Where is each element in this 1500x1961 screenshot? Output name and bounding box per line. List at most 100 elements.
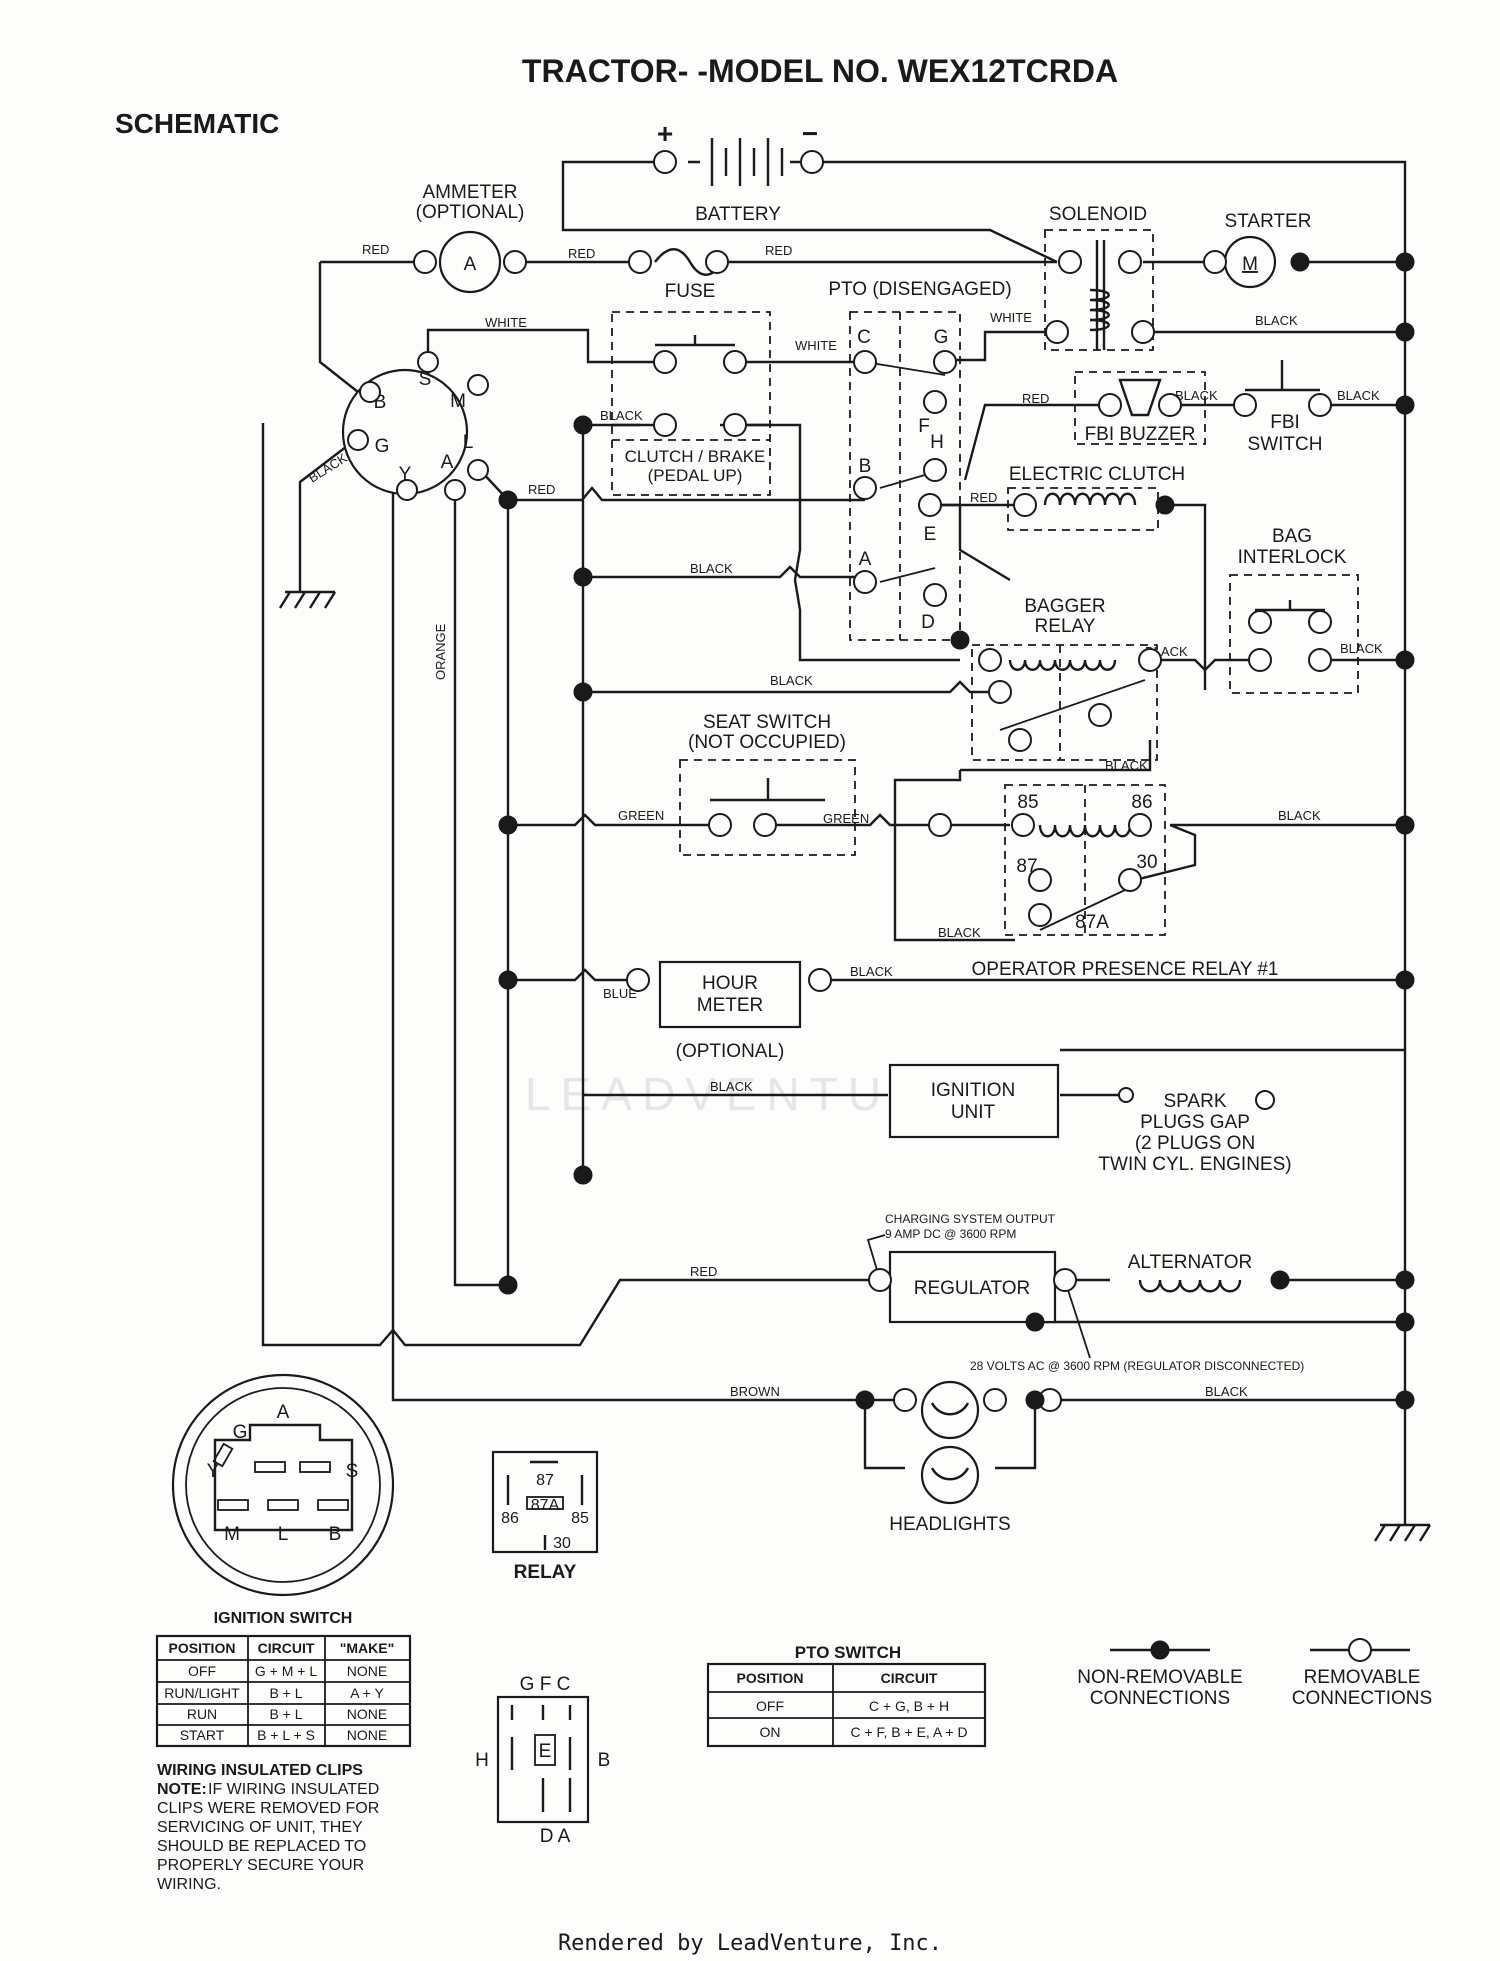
headlights: HEADLIGHTS xyxy=(889,1380,1011,1535)
ign-table-cell: A + Y xyxy=(350,1685,384,1701)
fbi-buzzer: FBI BUZZER xyxy=(1074,371,1206,445)
spark-label-2: PLUGS GAP xyxy=(1140,1112,1250,1133)
ignition-switch-title: IGNITION SWITCH xyxy=(214,1610,353,1627)
bag-interlock-label: BAG xyxy=(1272,526,1312,547)
battery-positive-wire xyxy=(561,160,1058,264)
operator-presence-relay: 85 86 87 30 87A OPERATOR PRESENCE RELAY … xyxy=(972,784,1279,980)
alternator: ALTERNATOR xyxy=(1128,1252,1253,1293)
pto-pin-diagram: G F C H E B D A xyxy=(475,1674,610,1847)
note-line-4: SHOULD BE REPLACED TO xyxy=(157,1838,366,1855)
ammeter-symbol: A xyxy=(464,254,477,275)
fbi-buzzer-label: FBI BUZZER xyxy=(1085,424,1196,445)
ign-table-cell: NONE xyxy=(347,1706,387,1722)
brown-headlight-wire xyxy=(391,468,900,1402)
solenoid-white-wire xyxy=(945,330,1057,362)
blue-hour-wire xyxy=(508,968,638,982)
ground-bus-wire xyxy=(812,160,1407,1525)
clutch-to-bagger-wire xyxy=(735,423,960,662)
ign-terminal-s: S xyxy=(419,369,432,390)
pto-terminal-h: H xyxy=(930,432,944,453)
ign-table-cell: RUN/LIGHT xyxy=(164,1685,240,1701)
spark-label-3: (2 PLUGS ON xyxy=(1135,1133,1255,1154)
operator-relay-loop xyxy=(893,770,1015,942)
note-line-6: WIRING. xyxy=(157,1876,221,1893)
relay-86-30-link xyxy=(1134,823,1197,882)
battery-label: BATTERY xyxy=(695,204,781,225)
ammeter: A AMMETER (OPTIONAL) xyxy=(416,182,525,294)
wire-label-black-1: BLACK xyxy=(1255,313,1298,328)
wiring-note: WIRING INSULATED CLIPS NOTE: IF WIRING I… xyxy=(157,1762,379,1893)
headlight-lower-wire-right xyxy=(995,1400,1037,1470)
pto-table-title: PTO SWITCH xyxy=(795,1643,901,1662)
fbi-red-wire xyxy=(963,403,1110,481)
bag-interlock: BAG INTERLOCK xyxy=(1229,526,1359,694)
seat-switch-sub-label: (NOT OCCUPIED) xyxy=(688,732,846,753)
relay-pin-86: 86 xyxy=(501,1510,519,1527)
black-bagger-wire xyxy=(583,680,990,694)
page-title: TRACTOR- -MODEL NO. WEX12TCRDA xyxy=(522,53,1118,89)
pto-pin-e: E xyxy=(539,1741,552,1762)
spark-label-4: TWIN CYL. ENGINES) xyxy=(1098,1154,1291,1175)
ac-voltage-note: 28 VOLTS AC @ 3600 RPM (REGULATOR DISCON… xyxy=(970,1359,1304,1373)
starter-label: STARTER xyxy=(1225,211,1312,232)
pto-table-cell: OFF xyxy=(756,1698,784,1714)
starter: M STARTER xyxy=(1223,211,1312,289)
wire-label-red-7: RED xyxy=(690,1264,717,1279)
wires xyxy=(261,160,1407,1525)
relay-diagram-label: RELAY xyxy=(514,1562,577,1583)
note-line-5: PROPERLY SECURE YOUR xyxy=(157,1857,364,1874)
alternator-label: ALTERNATOR xyxy=(1128,1252,1253,1273)
bagger-relay: BAGGER RELAY xyxy=(971,596,1158,761)
pto-switch: PTO (DISENGAGED) C G F H B E A D xyxy=(828,279,1012,641)
legend-nonremovable-sub-label: CONNECTIONS xyxy=(1090,1688,1230,1709)
fbi-switch-sub-label: SWITCH xyxy=(1248,434,1323,455)
hour-meter: HOUR METER (OPTIONAL) xyxy=(658,960,802,1062)
wire-label-black-4: BLACK xyxy=(600,408,643,423)
ign-table-cell: OFF xyxy=(188,1663,216,1679)
wire-labels: RED RED RED WHITE WHITE WHITE BLACK RED … xyxy=(306,242,1383,1399)
solenoid-label: SOLENOID xyxy=(1049,204,1147,225)
pto-table-cell: ON xyxy=(760,1724,781,1740)
charging-output-label: CHARGING SYSTEM OUTPUT xyxy=(885,1212,1056,1226)
black-pto-a-wire xyxy=(583,565,865,579)
green-seat-wire xyxy=(508,813,720,827)
ignition-unit-sub-label: UNIT xyxy=(951,1102,996,1123)
relay-terminal-86: 86 xyxy=(1131,792,1152,813)
nonremovable-legend-dot xyxy=(1150,1640,1170,1660)
electric-clutch: ELECTRIC CLUTCH xyxy=(1007,464,1185,531)
pto-terminal-a: A xyxy=(859,549,872,570)
hour-meter-label: HOUR xyxy=(702,973,758,994)
black-ground-wire xyxy=(298,439,356,592)
wire-label-red-1: RED xyxy=(362,242,389,257)
electric-clutch-label: ELECTRIC CLUTCH xyxy=(1009,464,1185,485)
note-line-3: SERVICING OF UNIT, THEY xyxy=(157,1819,363,1836)
battery-negative-label: − xyxy=(802,118,818,149)
clutch-brake-sub-label: (PEDAL UP) xyxy=(648,466,743,485)
wire-label-black-2: BLACK xyxy=(1175,388,1218,403)
clutch-brake-switch: CLUTCH / BRAKE (PEDAL UP) xyxy=(611,311,771,496)
ign-table-header-make: "MAKE" xyxy=(340,1640,395,1656)
bag-interlock-sub-label: INTERLOCK xyxy=(1238,547,1347,568)
starter-symbol: M xyxy=(1242,254,1258,275)
note-label: NOTE: xyxy=(157,1781,207,1798)
ammeter-label: AMMETER xyxy=(423,182,518,203)
wire-label-black-10: BLACK xyxy=(1278,808,1321,823)
pto-pin-bottom-labels: D A xyxy=(540,1826,571,1847)
pto-terminal-b: B xyxy=(859,456,872,477)
pto-pin-h: H xyxy=(475,1750,489,1771)
fbi-switch: FBI SWITCH xyxy=(1245,360,1322,455)
ign-table-cell: B + L xyxy=(269,1706,302,1722)
ammeter-optional-label: (OPTIONAL) xyxy=(416,202,525,223)
ign-terminal-g: G xyxy=(375,436,390,457)
pto-terminal-d: D xyxy=(921,612,935,633)
pto-pin-b: B xyxy=(598,1750,611,1771)
operator-relay-label: OPERATOR PRESENCE RELAY #1 xyxy=(972,959,1279,980)
wire-label-black-6: BLACK xyxy=(770,673,813,688)
footer-credit: Rendered by LeadVenture, Inc. xyxy=(558,1931,942,1956)
fuse-label: FUSE xyxy=(665,281,716,302)
fbi-switch-label: FBI xyxy=(1270,412,1300,433)
pto-terminal-e: E xyxy=(924,524,937,545)
clutch-brake-label: CLUTCH / BRAKE xyxy=(625,447,766,466)
battery-positive-label: + xyxy=(657,118,673,149)
wire-label-white-2: WHITE xyxy=(795,338,837,353)
